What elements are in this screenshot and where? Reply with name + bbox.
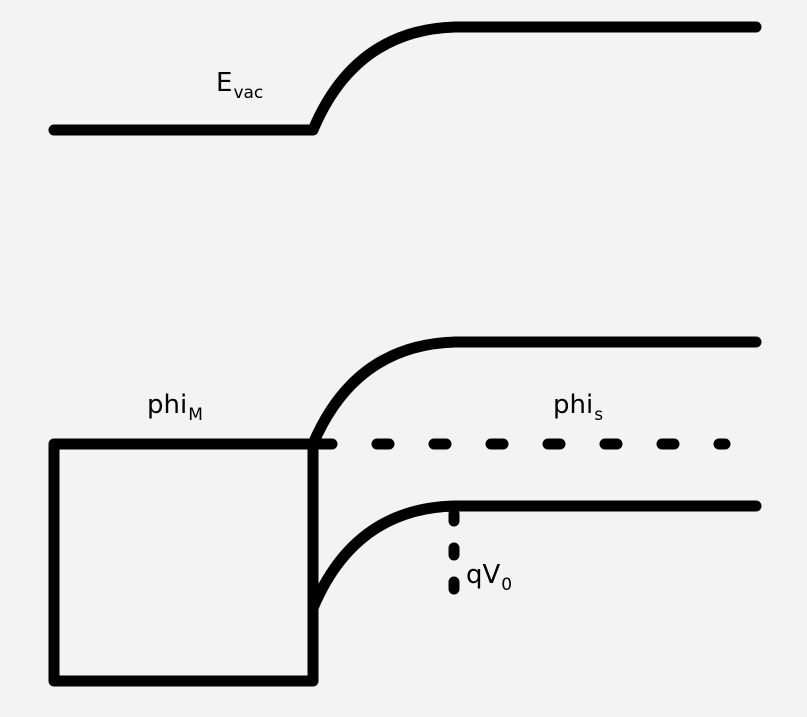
phi-s-label-main: phi (553, 390, 594, 420)
qv0-label-main: qV (466, 560, 501, 590)
evac-label: Evac (216, 68, 263, 102)
phi-m-label-main: phi (147, 390, 188, 420)
phi-m-label: phiM (147, 390, 203, 424)
evac-label-main: E (216, 68, 233, 98)
conduction-band-line (307, 336, 762, 450)
evac-label-sub: vac (233, 83, 264, 103)
qv0-label: qV0 (466, 560, 512, 594)
phi-s-label: phis (553, 390, 603, 424)
phi-s-label-sub: s (594, 405, 604, 425)
phi-m-label-sub: M (188, 405, 203, 425)
qv0-label-sub: 0 (501, 575, 513, 595)
metal-box (48, 438, 319, 687)
vacuum-level-line (48, 21, 762, 136)
valence-band-line (307, 500, 762, 614)
